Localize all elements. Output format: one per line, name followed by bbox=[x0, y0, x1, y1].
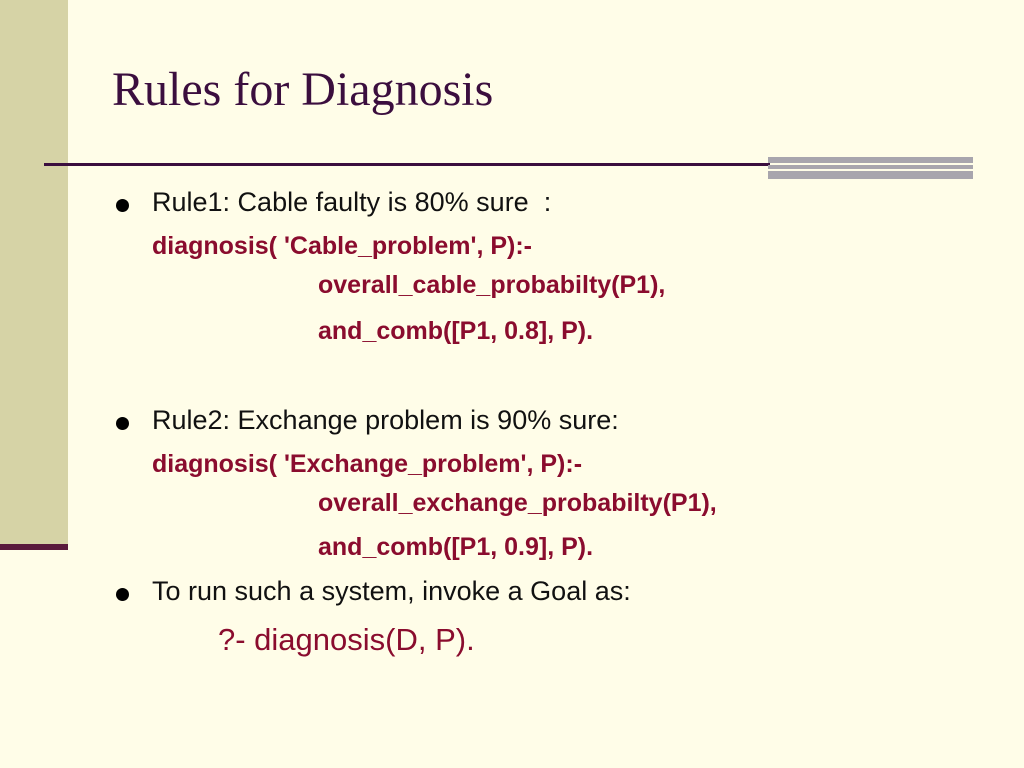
bullet-icon bbox=[116, 417, 129, 430]
bullet-rule1-text: Rule1: Cable faulty is 80% sure : bbox=[152, 187, 552, 217]
rule2-code-line3: and_comb([P1, 0.9], P). bbox=[318, 533, 594, 561]
accent-bar-bottom bbox=[768, 171, 973, 179]
bullet-icon bbox=[116, 588, 129, 601]
rule1-code-head: diagnosis( 'Cable_problem', P):- bbox=[152, 232, 532, 260]
title-divider bbox=[44, 163, 770, 166]
rule2-code-head: diagnosis( 'Exchange_problem', P):- bbox=[152, 450, 583, 478]
bullet-icon bbox=[116, 199, 129, 212]
accent-bar-top bbox=[768, 157, 973, 163]
rule2-code-line2: overall_exchange_probabilty(P1), bbox=[318, 489, 717, 517]
bullet-rule2-text: Rule2: Exchange problem is 90% sure: bbox=[152, 405, 619, 435]
goal-query: ?- diagnosis(D, P). bbox=[218, 622, 475, 657]
accent-bar-middle bbox=[768, 165, 973, 169]
bullet-goal-text: To run such a system, invoke a Goal as: bbox=[152, 576, 631, 606]
side-band-underline bbox=[0, 544, 68, 550]
slide-title: Rules for Diagnosis bbox=[112, 63, 494, 116]
rule1-code-line2: overall_cable_probabilty(P1), bbox=[318, 271, 666, 299]
rule1-code-line3: and_comb([P1, 0.8], P). bbox=[318, 317, 594, 345]
side-band bbox=[0, 0, 68, 548]
